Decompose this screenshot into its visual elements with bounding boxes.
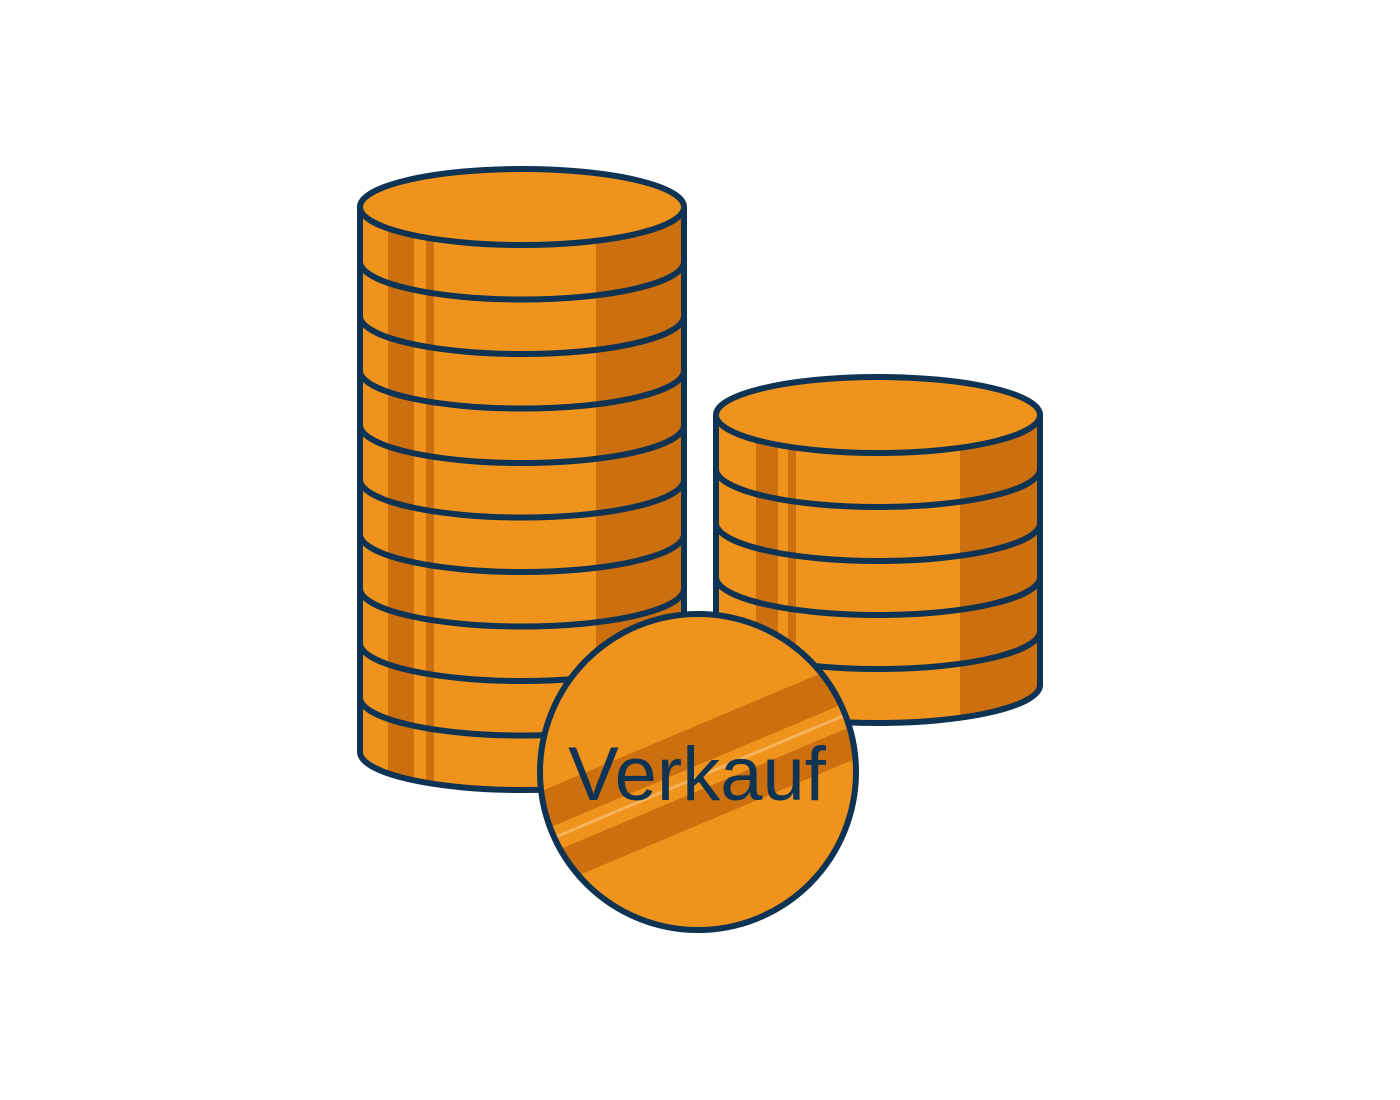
coin-edge — [357, 424, 687, 466]
coin-edge — [713, 522, 1043, 564]
coin-edge — [357, 315, 687, 357]
tall-coin-stack — [357, 166, 687, 793]
front-coin-outline — [537, 611, 859, 933]
coin-label: Verkauf — [568, 732, 827, 817]
coin-edge — [713, 468, 1043, 510]
front-coin-highlight — [540, 640, 856, 900]
stack-top-face — [713, 374, 1043, 456]
front-coin: Verkauf — [537, 611, 859, 933]
coin-edge — [357, 588, 687, 630]
coin-edge — [357, 370, 687, 412]
coin-edge — [357, 479, 687, 521]
coin-edge — [357, 261, 687, 303]
coin-edge — [357, 533, 687, 575]
stack-top-face — [357, 166, 687, 248]
coin-edge — [713, 576, 1043, 618]
